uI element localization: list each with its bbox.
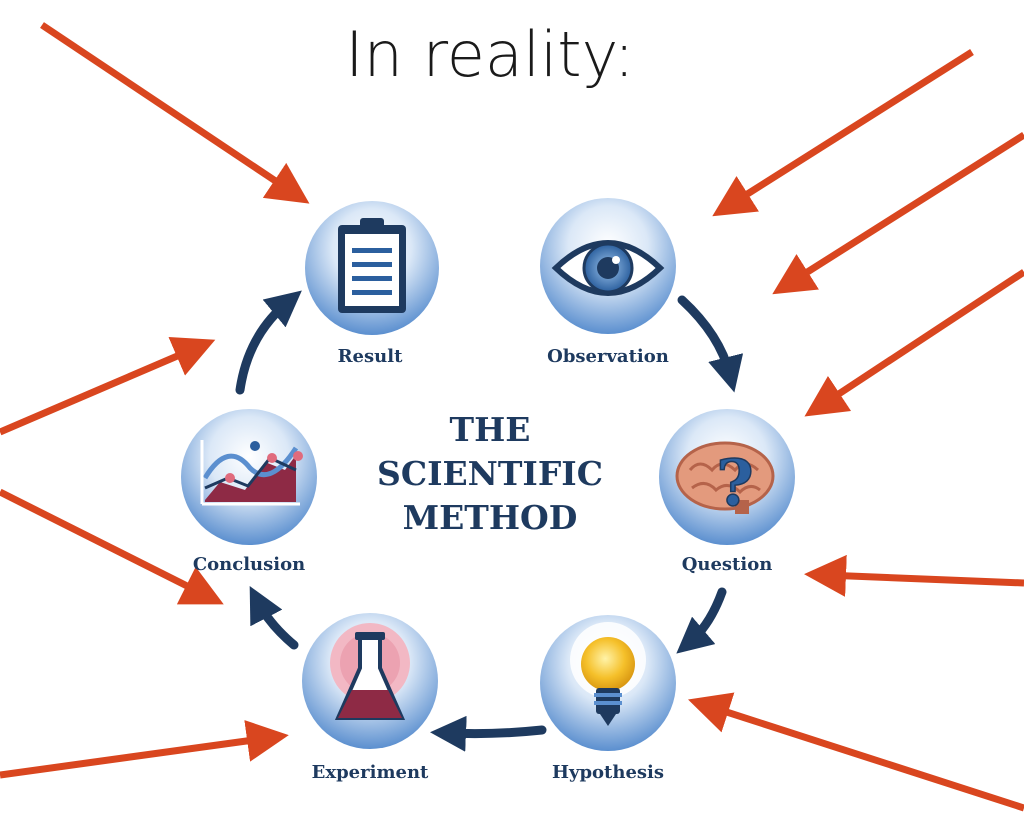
center-title: THE SCIENTIFIC METHOD	[340, 408, 640, 540]
node-label-observation: Observation	[547, 346, 669, 367]
cycle-arrow	[677, 295, 744, 393]
node-label-experiment: Experiment	[311, 762, 429, 783]
cycle-arrow	[249, 586, 299, 650]
red-arrow	[688, 692, 1024, 812]
red-arrow	[0, 720, 289, 779]
chart-icon	[200, 440, 303, 506]
cycle-arrow	[676, 587, 727, 654]
lightbulb-icon	[570, 622, 646, 726]
node-observation	[540, 198, 676, 334]
center-title-line: SCIENTIFIC	[377, 454, 603, 493]
red-arrow	[712, 49, 974, 217]
node-conclusion	[181, 409, 317, 545]
red-arrow	[772, 132, 1024, 295]
svg-text:?: ?	[716, 446, 754, 521]
node-experiment	[302, 613, 438, 749]
eye-icon	[551, 240, 665, 296]
cycle-arrows	[235, 290, 744, 752]
red-arrow	[804, 554, 1024, 597]
node-question: ?	[659, 409, 795, 545]
red-arrow	[0, 488, 224, 605]
node-hypothesis	[540, 615, 676, 751]
cycle-arrow	[430, 715, 547, 752]
node-label-hypothesis: Hypothesis	[551, 762, 665, 783]
red-arrow	[40, 22, 310, 204]
brain-question-icon: ?	[675, 441, 775, 522]
flask-icon	[330, 623, 410, 720]
center-title-line: METHOD	[402, 498, 578, 537]
cycle-arrow	[235, 290, 302, 395]
node-label-conclusion: Conclusion	[192, 554, 306, 575]
red-arrow	[804, 269, 1024, 417]
node-result	[305, 201, 439, 335]
center-title-line: THE	[449, 410, 531, 449]
node-label-result: Result	[337, 346, 403, 367]
page-title: In reality:	[345, 18, 635, 91]
node-label-question: Question	[681, 554, 773, 575]
red-arrow	[0, 336, 216, 436]
clipboard-icon	[338, 218, 406, 313]
red-arrows	[0, 22, 1024, 812]
